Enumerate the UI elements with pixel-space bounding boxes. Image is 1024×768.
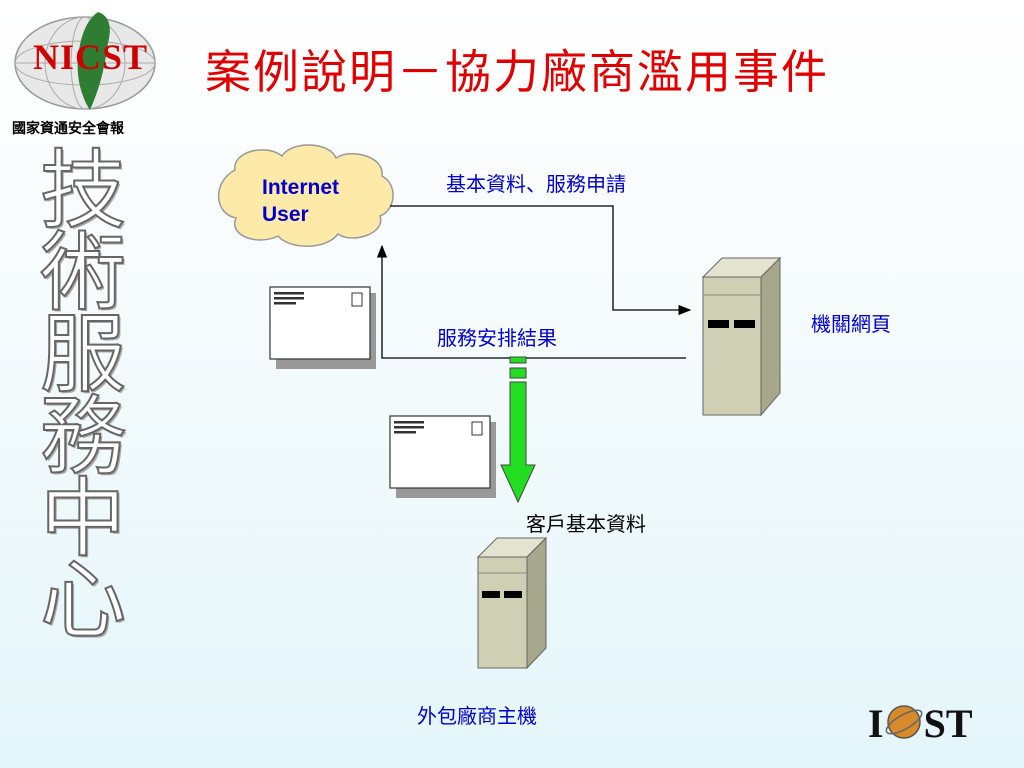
cloud-label-line1: Internet	[262, 176, 340, 199]
result-arrow	[376, 244, 686, 359]
request-arrow	[390, 205, 692, 316]
server-tower-icon	[476, 536, 548, 670]
iost-logo-left: I	[868, 701, 884, 746]
iost-logo: I ST	[868, 700, 973, 747]
globe-icon	[885, 705, 922, 739]
vertical-char: 術	[39, 223, 127, 323]
result-label: 服務安排結果	[437, 326, 557, 350]
vertical-center-title: 技 術 服 務 中 心	[28, 141, 138, 651]
vertical-char: 技	[39, 141, 127, 241]
vertical-char: 務	[39, 387, 127, 487]
main-server-label: 機關網頁	[811, 312, 891, 336]
request-label: 基本資料、服務申請	[446, 172, 626, 196]
nicst-logo-text: NICST	[33, 37, 149, 77]
page-title: 案例說明－協力廠商濫用事件	[205, 45, 829, 99]
envelope-icon	[269, 286, 376, 369]
iost-logo-right: ST	[923, 701, 973, 746]
vertical-char: 服	[39, 305, 127, 405]
server-tower-icon	[701, 256, 782, 417]
cloud-shape	[217, 144, 394, 247]
envelope-icon	[389, 415, 496, 498]
vertical-char: 中	[39, 469, 127, 569]
internet-user-label: Internet User	[262, 174, 339, 228]
nicst-globe-logo	[14, 12, 156, 110]
leak-label: 客戶基本資料	[526, 512, 646, 536]
outsource-server-label: 外包廠商主機	[417, 704, 537, 728]
vertical-char: 心	[39, 551, 127, 651]
cloud-label-line2: User	[262, 203, 309, 226]
agency-name: 國家資通安全會報	[12, 121, 124, 137]
leak-arrow	[500, 356, 536, 504]
